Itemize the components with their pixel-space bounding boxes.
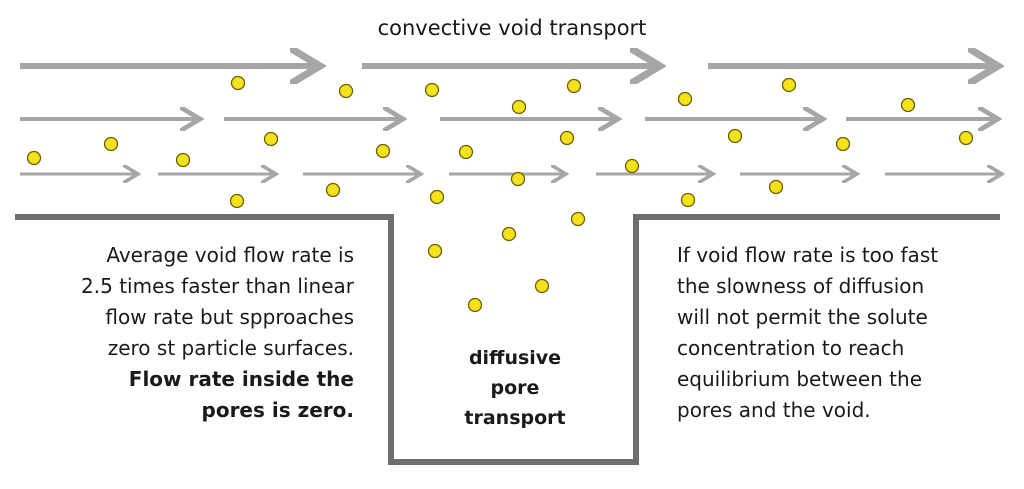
solute-particle <box>424 82 440 98</box>
left-line: flow rate but spproaches <box>105 305 354 329</box>
right-line: concentration to reach <box>677 336 905 360</box>
pore-label-line: diffusive <box>468 347 562 369</box>
pore-label-line: transport <box>464 407 566 429</box>
solute-particle <box>680 192 696 208</box>
solute-particle <box>510 171 526 187</box>
solute-particle <box>835 136 851 152</box>
solute-particle <box>511 99 527 115</box>
left-line: 2.5 times faster than linear <box>81 274 354 298</box>
solute-particle <box>900 97 916 113</box>
pore-label: diffusive pore transport <box>440 343 590 433</box>
right-line: pores and the void. <box>677 398 871 422</box>
right-line: If void flow rate is too fast <box>677 243 939 267</box>
solute-particles <box>26 75 974 313</box>
solute-particle <box>781 77 797 93</box>
solute-particle <box>230 75 246 91</box>
left-line: Average void flow rate is <box>106 243 354 267</box>
solute-particle <box>559 130 575 146</box>
right-line: will not permit the solute <box>677 305 928 329</box>
solute-particle <box>26 150 42 166</box>
left-bold-line: Flow rate inside the <box>128 367 354 391</box>
left-bold-line: pores is zero. <box>201 398 354 422</box>
solute-particle <box>501 226 517 242</box>
solute-particle <box>458 144 474 160</box>
solute-particle <box>958 130 974 146</box>
title-convective-void-transport: convective void transport <box>377 16 647 40</box>
solute-particle <box>338 83 354 99</box>
solute-particle <box>727 128 743 144</box>
solute-particle <box>624 158 640 174</box>
solute-particle <box>429 189 445 205</box>
solute-particle <box>325 182 341 198</box>
solute-particle <box>566 78 582 94</box>
solute-particle <box>103 136 119 152</box>
solute-particle <box>534 278 550 294</box>
pore-label-line: pore <box>490 377 540 399</box>
solute-particle <box>175 152 191 168</box>
left-paragraph: Average void flow rate is 2.5 times fast… <box>24 240 354 426</box>
solute-particle <box>570 211 586 227</box>
right-paragraph: If void flow rate is too fast the slowne… <box>677 240 997 426</box>
solute-particle <box>427 243 443 259</box>
right-line: equilibrium between the <box>677 367 922 391</box>
solute-particle <box>768 179 784 195</box>
solute-particle <box>467 297 483 313</box>
solute-particle <box>375 143 391 159</box>
flow-arrows <box>20 66 1002 174</box>
solute-particle <box>229 193 245 209</box>
solute-particle <box>677 91 693 107</box>
solute-particle <box>263 131 279 147</box>
right-line: the slowness of diffusion <box>677 274 925 298</box>
left-line: zero st particle surfaces. <box>107 336 354 360</box>
channel-wall <box>15 214 1000 465</box>
